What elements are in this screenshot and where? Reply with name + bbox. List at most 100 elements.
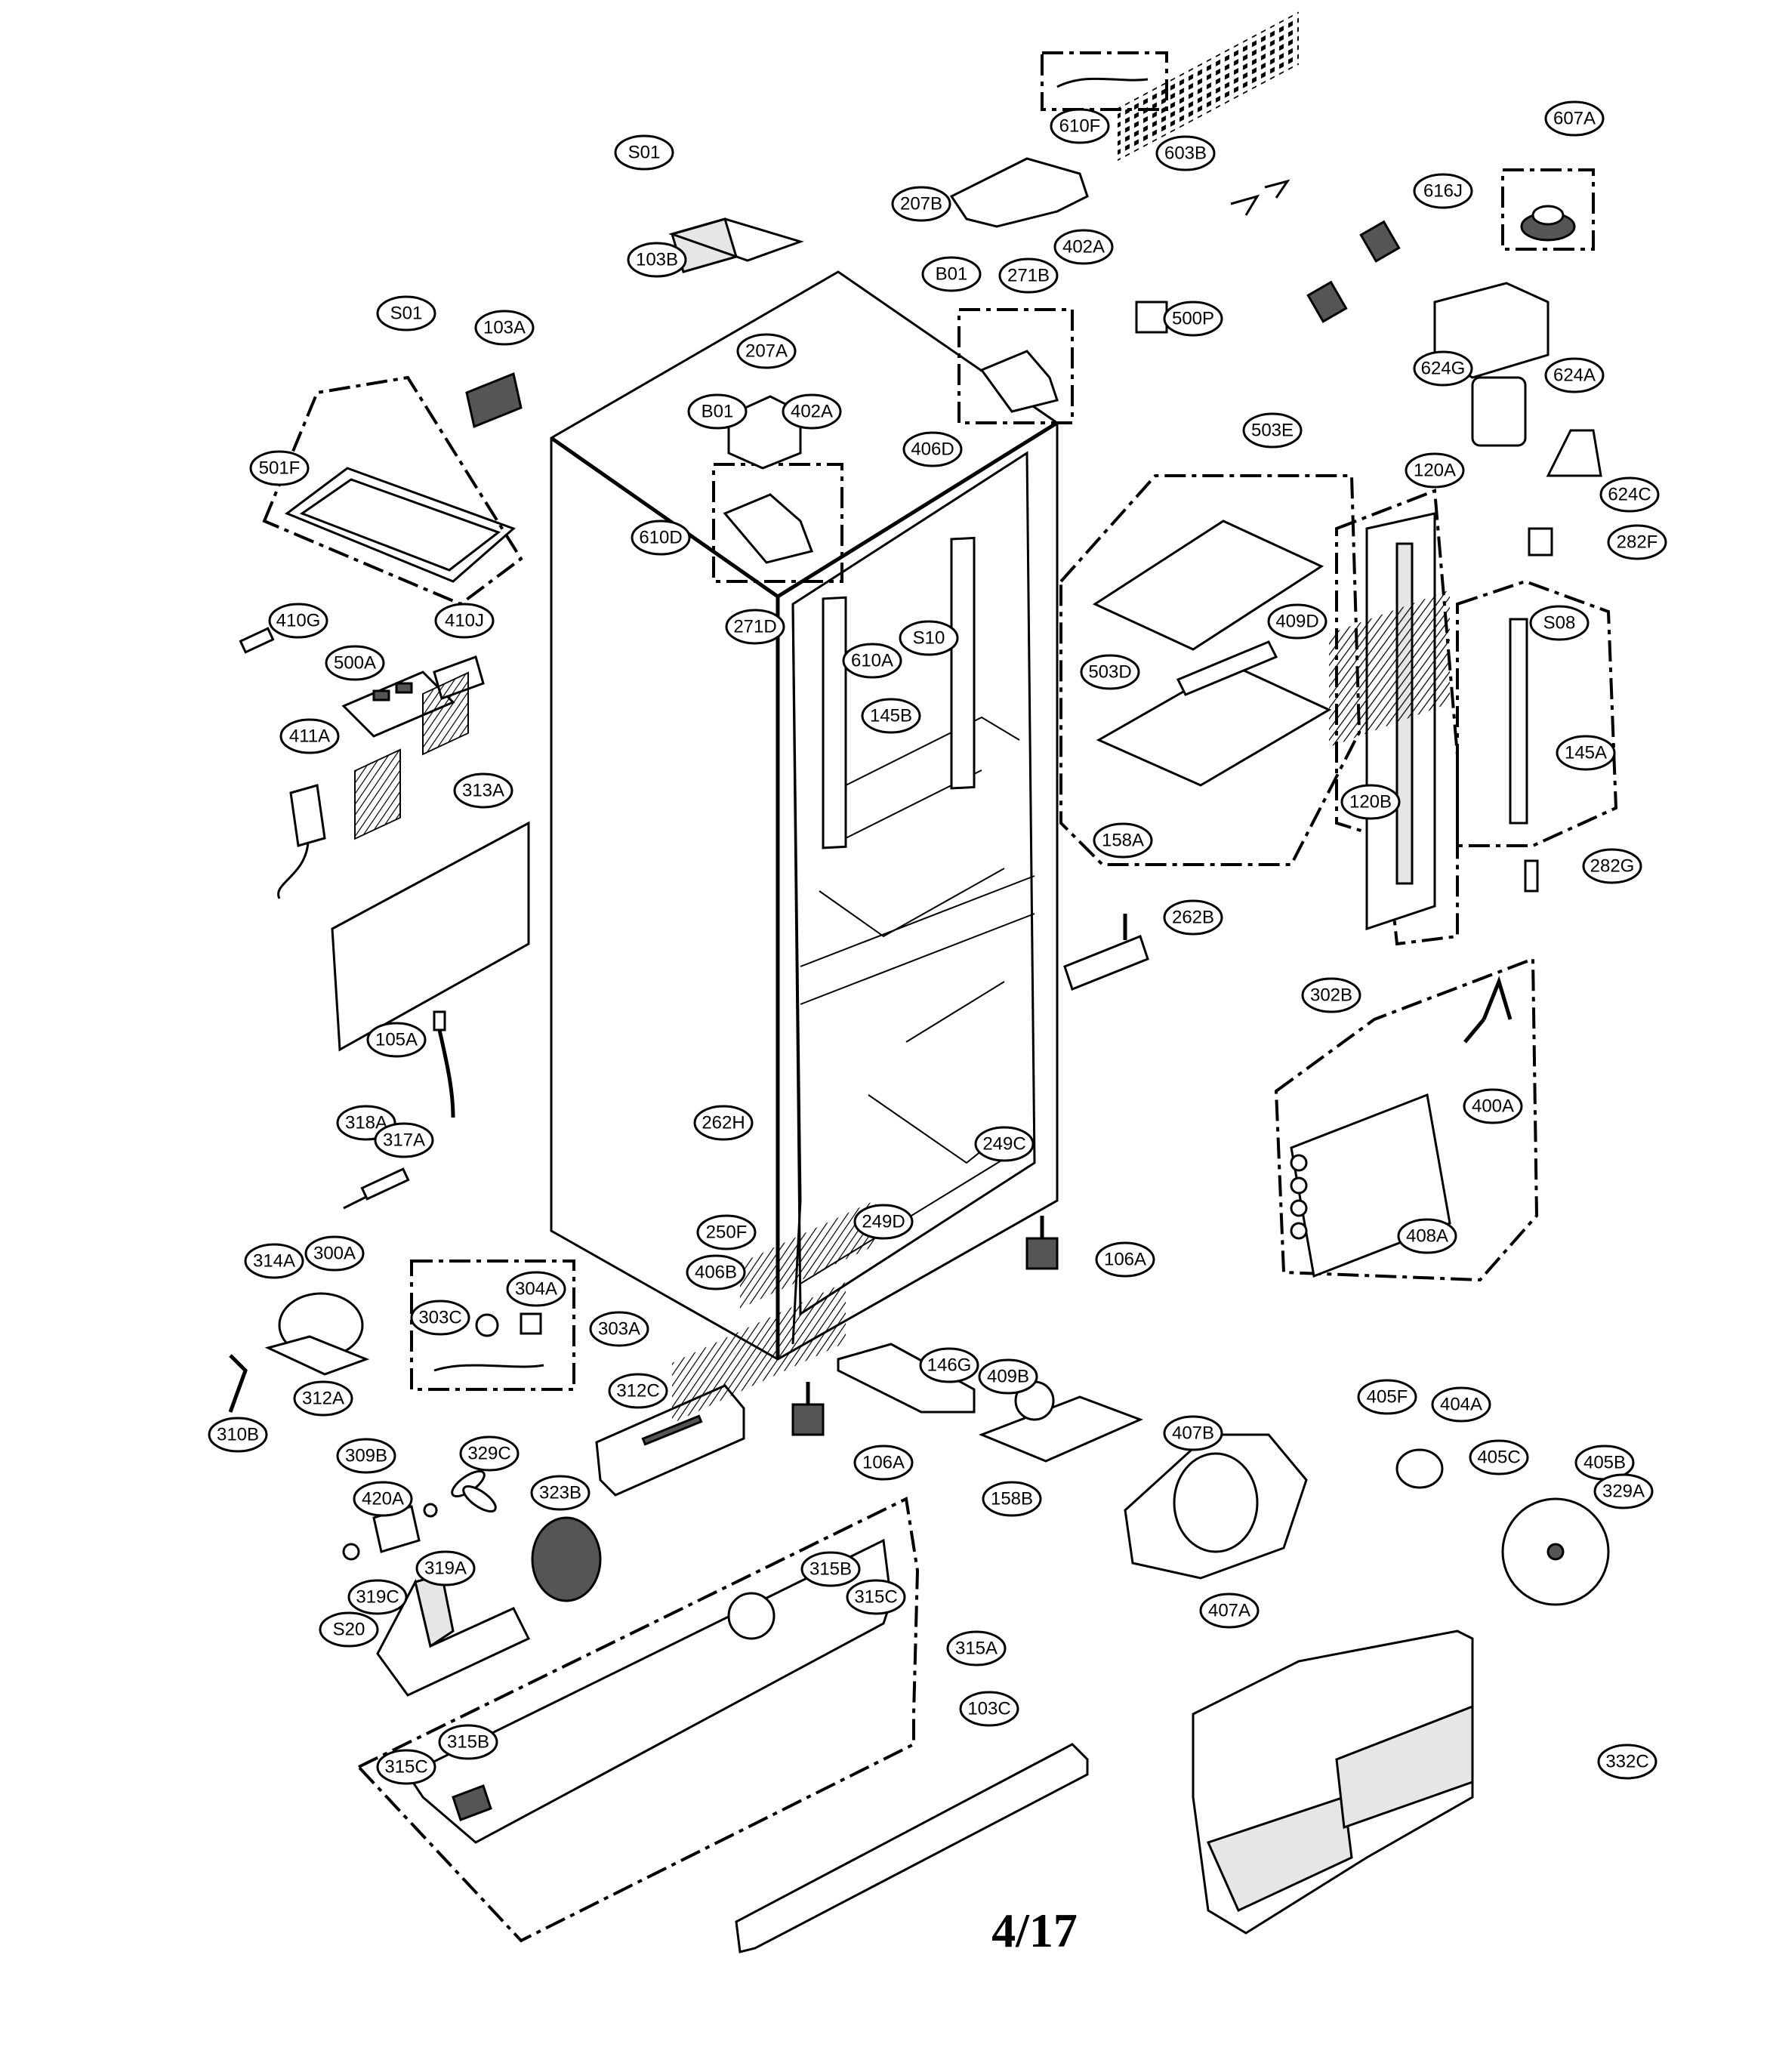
callout-501f: 501F [249, 450, 310, 486]
callout-label: 603B [1164, 143, 1207, 164]
cover-332c [1192, 1630, 1474, 1935]
callout-282g: 282G [1582, 848, 1642, 884]
callout-label: 616J [1423, 181, 1463, 202]
callout-oval [842, 643, 902, 679]
harness-610f [1041, 51, 1168, 111]
callout-label: 329C [467, 1444, 510, 1464]
callout-oval [725, 609, 785, 645]
callout-label: 607A [1553, 109, 1596, 129]
callout-oval [249, 450, 310, 486]
base-plate-315a [356, 1200, 920, 1943]
callout-label: 106A [862, 1453, 905, 1473]
callout-oval [459, 1435, 520, 1472]
callout-158b: 158B [982, 1481, 1042, 1517]
callout-407b: 407B [1163, 1415, 1223, 1451]
callout-label: 309B [345, 1446, 387, 1466]
callout-s01: S01 [614, 134, 674, 171]
callout-label: 315B [447, 1732, 489, 1753]
callout-label: 323B [539, 1483, 581, 1503]
callout-262h: 262H [693, 1105, 754, 1141]
callout-500p: 500P [1163, 301, 1223, 337]
callout-label: 249D [862, 1212, 905, 1232]
callout-label: 410J [445, 611, 484, 631]
callout-310b: 310B [208, 1417, 268, 1453]
callout-label: 503D [1088, 662, 1131, 683]
callout-oval [736, 333, 797, 369]
callout-610f: 610F [1050, 108, 1110, 144]
callout-oval [415, 1550, 476, 1586]
callout-408a: 408A [1397, 1218, 1457, 1254]
rail-145a [1456, 579, 1618, 847]
callout-315c: 315C [376, 1749, 436, 1785]
cap-607a [1501, 168, 1595, 251]
callout-label: 406D [911, 439, 954, 460]
callout-420a: 420A [353, 1481, 413, 1517]
callout-314a: 314A [244, 1243, 304, 1279]
callout-oval [974, 1126, 1035, 1162]
callout-label: 312A [302, 1389, 344, 1409]
fan-329a [1501, 1497, 1610, 1606]
callout-oval [1469, 1439, 1529, 1475]
callout-label: S20 [333, 1620, 365, 1640]
callout-410j: 410J [434, 603, 495, 639]
callout-404a: 404A [1431, 1386, 1491, 1423]
callout-oval [1080, 654, 1140, 690]
relay-kit-303a [410, 1260, 575, 1391]
callout-label: 408A [1406, 1226, 1448, 1247]
callout-409b: 409B [978, 1358, 1038, 1395]
callout-label: 103C [967, 1699, 1010, 1719]
callout-249c: 249C [974, 1126, 1035, 1162]
cap-624c [1546, 429, 1602, 477]
callout-label: 332C [1605, 1752, 1648, 1772]
lamp-409b [978, 1380, 1143, 1463]
callout-120b: 120B [1340, 784, 1401, 820]
bracket-262b [1063, 914, 1149, 991]
callout-oval [1431, 1386, 1491, 1423]
callout-312c: 312C [608, 1373, 668, 1409]
callout-oval [1242, 412, 1303, 449]
callout-120a: 120A [1405, 452, 1465, 489]
callout-607a: 607A [1544, 100, 1605, 137]
callout-oval [374, 1122, 434, 1158]
callout-oval [1413, 350, 1473, 387]
callout-oval [1397, 1218, 1457, 1254]
power-cord-411a [277, 784, 326, 899]
callout-oval [325, 645, 385, 681]
part-282g [1524, 859, 1539, 893]
callout-262b: 262B [1163, 899, 1223, 936]
callout-oval [1582, 848, 1642, 884]
callout-label: 106A [1104, 1250, 1146, 1270]
callout-oval [1597, 1744, 1657, 1780]
hinge-271b [957, 308, 1074, 424]
callout-oval [353, 1481, 413, 1517]
callout-oval [1340, 784, 1401, 820]
callout-label: 319A [424, 1559, 467, 1579]
callout-label: 145A [1565, 743, 1607, 763]
cover-313a [331, 671, 530, 1052]
callout-label: 207B [900, 194, 942, 214]
callout-label: 501F [259, 458, 301, 479]
callout-309b: 309B [336, 1438, 396, 1474]
callout-oval [1599, 476, 1660, 513]
callout-319a: 319A [415, 1550, 476, 1586]
callout-207b: 207B [891, 186, 951, 222]
callout-oval [782, 393, 842, 430]
callout-106a: 106A [1095, 1241, 1155, 1278]
callout-label: 271B [1007, 266, 1050, 286]
callout-label: 500P [1172, 309, 1214, 329]
callout-103b: 103B [627, 242, 687, 278]
fitting-616j [1306, 220, 1401, 323]
condenser-323b [531, 1516, 602, 1602]
callout-label: 300A [313, 1244, 356, 1264]
callout-329c: 329C [459, 1435, 520, 1472]
callout-label: 411A [289, 726, 330, 747]
leveler-106a-rear [1025, 1216, 1059, 1270]
tube-310b [228, 1354, 248, 1413]
callout-oval [861, 698, 921, 734]
leveler-106a-front [791, 1382, 825, 1436]
callout-label: 313A [462, 781, 504, 801]
callout-label: S01 [390, 304, 423, 324]
callout-oval [1413, 173, 1473, 209]
callout-label: 420A [362, 1489, 404, 1509]
